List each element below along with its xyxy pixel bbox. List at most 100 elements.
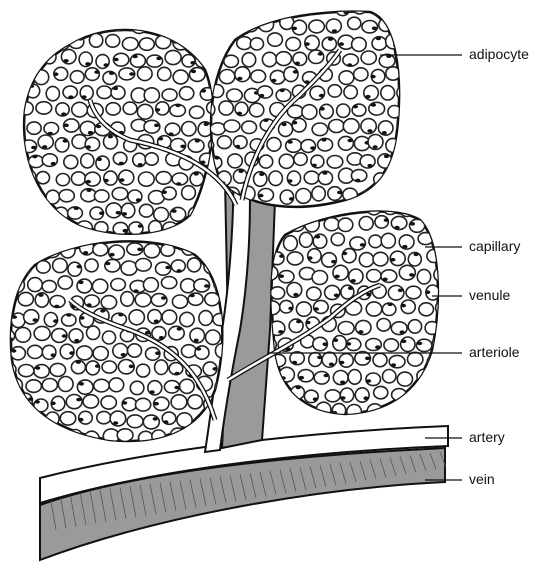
adipocyte-cell — [271, 370, 280, 386]
adipocyte-nucleus — [34, 18, 39, 22]
adipocyte-cell — [360, 117, 378, 135]
adipocyte-cell — [10, 276, 26, 294]
adipocyte-cell — [433, 266, 438, 283]
adipocyte-nucleus — [347, 63, 353, 67]
adipocyte-nucleus — [342, 251, 348, 256]
adipocyte-cell — [433, 369, 438, 386]
adipocyte-nucleus — [318, 93, 325, 98]
adipocyte-cell — [180, 184, 197, 201]
adipocyte-cell — [350, 36, 368, 53]
adipocyte-cell — [335, 103, 351, 119]
vein-hatch-line — [139, 485, 147, 516]
adipocyte-nucleus — [425, 290, 431, 295]
vein-hatch-line — [59, 493, 67, 529]
adipocyte-cell — [33, 325, 51, 342]
adipocyte-cell — [189, 431, 206, 441]
adipocyte-nucleus — [39, 235, 44, 239]
adipocyte-nucleus — [427, 204, 432, 208]
adipocyte-cell — [120, 260, 138, 276]
adipocyte-cell — [42, 49, 57, 65]
adipocyte-cell — [372, 251, 389, 267]
adipocyte-nucleus — [434, 373, 438, 377]
adipocyte-nucleus — [63, 59, 69, 63]
adipocyte-nucleus — [118, 312, 124, 317]
adipocyte-nucleus — [9, 235, 14, 239]
adipocyte-cell — [178, 222, 194, 234]
adipocyte-nucleus — [28, 397, 34, 401]
adipocyte-cell — [214, 35, 231, 52]
adipocyte-cell — [63, 30, 79, 31]
adipocyte-nucleus — [158, 336, 164, 340]
adipocyte-nucleus — [15, 118, 20, 122]
adipocyte-cell — [68, 327, 84, 344]
adipocyte-cell — [278, 153, 295, 170]
vein-hatch-line — [119, 487, 127, 519]
adipocyte-cell — [445, 354, 459, 367]
adipocyte-cell — [60, 48, 77, 65]
adipocyte-nucleus — [310, 146, 316, 150]
adipocyte-nucleus — [45, 246, 52, 250]
adipocyte-cell — [10, 292, 16, 308]
adipocyte-cell — [211, 32, 217, 47]
adipocyte-nucleus — [327, 37, 334, 41]
adipocyte-nucleus — [343, 11, 349, 15]
adipocyte-nucleus — [340, 396, 346, 400]
adipocyte-cell — [147, 30, 165, 32]
adipocyte-cell — [79, 152, 95, 169]
label-artery: artery — [469, 429, 505, 445]
adipocyte-nucleus — [366, 379, 372, 383]
adipocyte-cell — [10, 376, 24, 394]
adipocyte-cell — [142, 414, 161, 430]
adipocyte-cell — [365, 301, 383, 317]
adipocyte-cell — [204, 201, 213, 218]
adipocyte-cell — [406, 351, 424, 367]
adipocyte-nucleus — [50, 401, 56, 406]
adipocyte-nucleus — [375, 345, 381, 350]
adipocyte-cell — [317, 170, 334, 186]
adipocyte-cell — [311, 122, 329, 137]
adipocyte-cell — [59, 410, 77, 426]
adipocyte-nucleus — [128, 364, 134, 369]
adipocyte-cell — [204, 329, 222, 346]
adipocyte-cell — [197, 241, 213, 258]
adipocyte-nucleus — [66, 313, 72, 317]
adipocyte-cell — [327, 83, 343, 98]
adipocyte-nucleus — [87, 130, 93, 135]
adipocyte-cell — [101, 360, 118, 374]
adipocyte-cell — [24, 84, 27, 100]
adipocyte-nucleus — [171, 16, 176, 20]
adipocyte-cell — [387, 171, 400, 186]
adipocyte-cell — [330, 232, 346, 247]
adipocyte-nucleus — [333, 293, 339, 298]
adipocyte-nucleus — [100, 309, 106, 313]
adipocyte-cell — [416, 268, 432, 285]
adipocyte-cell — [128, 308, 146, 326]
adipocyte-cell — [93, 189, 110, 203]
adipocyte-cell — [327, 118, 345, 134]
adipocyte-cell — [24, 30, 25, 36]
adipocyte-cell — [225, 88, 243, 103]
adipocyte-cell — [400, 299, 417, 315]
adipocyte-cell — [109, 277, 127, 292]
adipocyte-cell — [396, 185, 400, 201]
adipocyte-nucleus — [211, 191, 216, 196]
adipocyte-cell — [143, 242, 161, 259]
adipocyte-cell — [233, 65, 251, 83]
adipocyte-cell — [226, 153, 244, 169]
adipocyte-nucleus — [43, 45, 49, 49]
adipocyte-nucleus — [359, 243, 365, 247]
adipocyte-cell — [423, 386, 438, 402]
adipocyte-cell — [205, 33, 213, 49]
adipocyte-nucleus — [1, 430, 6, 434]
adipocyte-cell — [193, 278, 211, 293]
adipocyte-cell — [417, 211, 433, 214]
adipocyte-cell — [337, 135, 355, 152]
adipocyte-cell — [380, 232, 397, 249]
adipocyte-cell — [203, 291, 221, 307]
adipocyte-nucleus — [103, 178, 109, 183]
adipocyte-cell — [387, 104, 400, 119]
adipocyte-cell — [25, 379, 43, 394]
adipocyte-nucleus — [208, 198, 213, 202]
adipocyte-nucleus — [32, 318, 38, 322]
